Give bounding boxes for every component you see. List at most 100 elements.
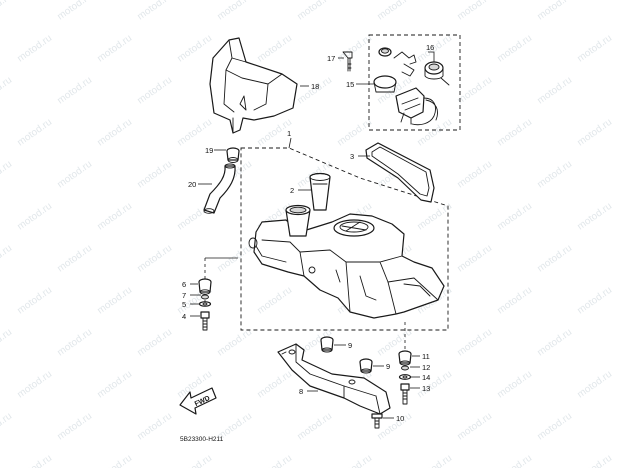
- watermark-text: motod.ru: [335, 33, 374, 65]
- watermark-text: motod.ru: [15, 285, 54, 317]
- callout-9-upper: 9: [348, 341, 352, 350]
- watermark-text: motod.ru: [335, 117, 374, 149]
- callout-4: 4: [182, 312, 186, 321]
- callout-7: 7: [182, 291, 186, 300]
- callout-6: 6: [182, 280, 186, 289]
- washer-right-part[interactable]: [398, 374, 412, 380]
- watermark-text: motod.ru: [55, 75, 94, 107]
- washer-part[interactable]: [198, 301, 212, 307]
- callout-10: 10: [396, 414, 404, 423]
- collar-right-part[interactable]: [401, 365, 409, 371]
- hose-clamp-part[interactable]: [226, 147, 240, 163]
- watermark-text: motod.ru: [15, 33, 54, 65]
- watermark-text: motod.ru: [135, 243, 174, 275]
- watermark-text: motod.ru: [135, 75, 174, 107]
- watermark-text: motod.ru: [575, 33, 614, 65]
- watermark-text: motod.ru: [375, 0, 414, 22]
- tank-cover-pad-part[interactable]: [365, 142, 435, 203]
- tank-assembly-box: [240, 147, 449, 331]
- callout-17: 17: [327, 54, 335, 63]
- fuel-tank-body-part[interactable]: [248, 204, 445, 319]
- seat-lock-cylinder-part[interactable]: [424, 61, 450, 86]
- callout-5: 5: [182, 300, 186, 309]
- watermark-text: motod.ru: [0, 243, 14, 275]
- watermark-text: motod.ru: [15, 201, 54, 233]
- watermark-text: motod.ru: [535, 411, 574, 443]
- callout-15: 15: [346, 80, 354, 89]
- watermark-text: motod.ru: [455, 159, 494, 191]
- callout-14: 14: [422, 373, 430, 382]
- callout-19: 19: [205, 146, 213, 155]
- callout-1: 1: [287, 129, 291, 138]
- watermark-text: motod.ru: [215, 327, 254, 359]
- watermark-text: motod.ru: [575, 453, 614, 468]
- watermark-text: motod.ru: [495, 369, 534, 401]
- grommet-upper-part[interactable]: [320, 336, 334, 353]
- watermark-text: motod.ru: [575, 285, 614, 317]
- callout-8: 8: [299, 387, 303, 396]
- key-part[interactable]: [342, 51, 353, 72]
- watermark-text: motod.ru: [495, 117, 534, 149]
- filler-neck-sleeve-part[interactable]: [309, 172, 331, 211]
- watermark-text: motod.ru: [495, 285, 534, 317]
- watermark-text: motod.ru: [535, 243, 574, 275]
- watermark-text: motod.ru: [135, 327, 174, 359]
- watermark-text: motod.ru: [55, 159, 94, 191]
- watermark-text: motod.ru: [135, 159, 174, 191]
- watermark-text: motod.ru: [335, 453, 374, 468]
- watermark-text: motod.ru: [495, 453, 534, 468]
- grommet-lower-part[interactable]: [359, 358, 373, 374]
- side-cover-part[interactable]: [209, 37, 298, 134]
- watermark-text: motod.ru: [135, 0, 174, 22]
- watermark-text: motod.ru: [255, 33, 294, 65]
- tank-bracket-part[interactable]: [277, 343, 391, 415]
- watermark-text: motod.ru: [255, 453, 294, 468]
- watermark-text: motod.ru: [255, 369, 294, 401]
- collar-part[interactable]: [201, 294, 209, 300]
- watermark-text: motod.ru: [95, 33, 134, 65]
- callout-16: 16: [426, 43, 434, 52]
- callout-11: 11: [422, 352, 430, 361]
- watermark-text: motod.ru: [455, 75, 494, 107]
- watermark-text: motod.ru: [0, 159, 14, 191]
- watermark-text: motod.ru: [455, 411, 494, 443]
- damper-part[interactable]: [198, 278, 212, 295]
- main-switch-part[interactable]: [373, 47, 438, 126]
- watermark-text: motod.ru: [135, 411, 174, 443]
- watermark-text: motod.ru: [175, 33, 214, 65]
- bolt-bracket-part[interactable]: [371, 413, 383, 429]
- watermark-text: motod.ru: [215, 0, 254, 22]
- callout-13: 13: [422, 384, 430, 393]
- watermark-text: motod.ru: [415, 33, 454, 65]
- key-set-group-box: [368, 34, 461, 131]
- bolt-right-part[interactable]: [400, 383, 410, 405]
- watermark-text: motod.ru: [535, 327, 574, 359]
- watermark-text: motod.ru: [55, 411, 94, 443]
- callout-9-lower: 9: [386, 362, 390, 371]
- watermark-text: motod.ru: [15, 117, 54, 149]
- watermark-text: motod.ru: [175, 117, 214, 149]
- watermark-text: motod.ru: [575, 369, 614, 401]
- watermark-text: motod.ru: [55, 327, 94, 359]
- watermark-text: motod.ru: [0, 0, 14, 22]
- watermark-text: motod.ru: [0, 75, 14, 107]
- damper-right-part[interactable]: [398, 350, 412, 366]
- watermark-text: motod.ru: [15, 369, 54, 401]
- breather-hose-part[interactable]: [203, 163, 236, 214]
- watermark-text: motod.ru: [95, 201, 134, 233]
- bolt-left-part[interactable]: [200, 311, 210, 331]
- callout-18: 18: [311, 82, 319, 91]
- watermark-text: motod.ru: [295, 411, 334, 443]
- watermark-text: motod.ru: [295, 0, 334, 22]
- callout-3: 3: [350, 152, 354, 161]
- callout-12: 12: [422, 363, 430, 372]
- watermark-text: motod.ru: [215, 243, 254, 275]
- watermark-text: motod.ru: [0, 327, 14, 359]
- watermark-text: motod.ru: [95, 285, 134, 317]
- watermark-text: motod.ru: [455, 0, 494, 22]
- watermark-text: motod.ru: [15, 453, 54, 468]
- callout-20: 20: [188, 180, 196, 189]
- watermark-text: motod.ru: [415, 117, 454, 149]
- watermark-text: motod.ru: [535, 0, 574, 22]
